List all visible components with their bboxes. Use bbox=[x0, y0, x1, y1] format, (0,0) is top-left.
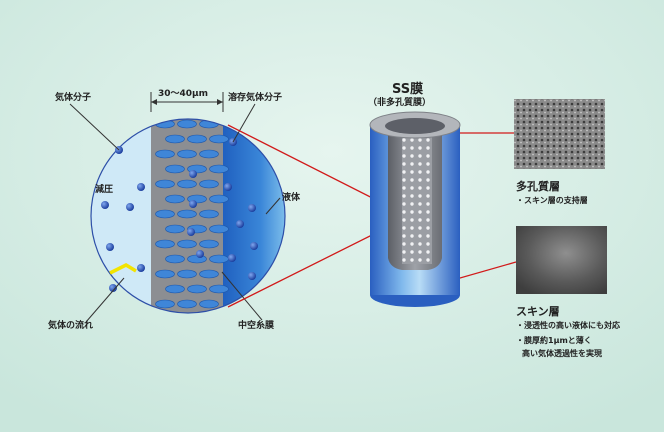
hollow-fiber-tube bbox=[369, 111, 461, 307]
membrane-pore bbox=[209, 164, 229, 174]
gas-molecule-icon bbox=[106, 243, 114, 251]
magnified-circle-outline bbox=[90, 118, 286, 314]
membrane-pore bbox=[177, 239, 197, 249]
gas-molecule-icon bbox=[224, 183, 232, 191]
gas-molecule-icon bbox=[187, 228, 195, 236]
ss-membrane-subtitle: （非多孔質膜） bbox=[368, 98, 432, 108]
membrane-pore bbox=[165, 194, 185, 204]
gas-flow-arrow-icon bbox=[109, 263, 137, 275]
skin-layer-desc-1: ・浸透性の高い液体にも対応 bbox=[516, 321, 620, 330]
gas-molecule-icon bbox=[250, 242, 258, 250]
membrane-pore bbox=[199, 149, 219, 159]
sem-image-skin bbox=[516, 226, 607, 294]
label-hollow-fiber: 中空糸膜 bbox=[238, 321, 275, 331]
membrane-pore bbox=[209, 194, 229, 204]
ss-membrane-title: SS膜 bbox=[392, 82, 424, 97]
membrane-pore bbox=[177, 299, 197, 309]
gas-molecule-icon bbox=[101, 201, 109, 209]
skin-layer-desc-2: ・膜厚約1μmと薄く bbox=[516, 336, 592, 345]
membrane-pore bbox=[155, 149, 175, 159]
membrane-pore bbox=[187, 284, 207, 294]
membrane-pore bbox=[209, 134, 229, 144]
membrane-pore bbox=[199, 239, 219, 249]
membrane-pore bbox=[187, 134, 207, 144]
label-width-dimension: 30～40μm bbox=[158, 89, 209, 99]
membrane-pore bbox=[165, 224, 185, 234]
gas-molecule-icon bbox=[126, 203, 134, 211]
sem-image-porous bbox=[514, 99, 605, 169]
label-dissolved-gas: 溶存気体分子 bbox=[228, 93, 283, 103]
membrane-pore bbox=[155, 269, 175, 279]
membrane-pore bbox=[209, 284, 229, 294]
gas-molecule-icon bbox=[248, 272, 256, 280]
membrane-pore bbox=[155, 299, 175, 309]
membrane-pore bbox=[199, 299, 219, 309]
membrane-pore bbox=[155, 179, 175, 189]
porous-layer-title: 多孔質層 bbox=[516, 180, 560, 193]
gas-molecule-icon bbox=[137, 183, 145, 191]
gas-molecule-icon bbox=[236, 220, 244, 228]
membrane-pore bbox=[165, 164, 185, 174]
membrane-pore bbox=[155, 209, 175, 219]
porous-inner-surface bbox=[402, 134, 432, 264]
gas-molecule-icon bbox=[248, 204, 256, 212]
gas-molecule-icon bbox=[109, 284, 117, 292]
leader-lines bbox=[69, 103, 281, 323]
membrane-pore bbox=[209, 224, 229, 234]
membrane-pore bbox=[177, 269, 197, 279]
label-gas-flow: 気体の流れ bbox=[48, 321, 94, 331]
skin-layer-title: スキン層 bbox=[516, 305, 560, 318]
skin-layer-desc-3: 高い気体透過性を実現 bbox=[522, 349, 602, 358]
membrane-pore bbox=[177, 209, 197, 219]
gas-molecule-icon bbox=[228, 254, 236, 262]
membrane-pore bbox=[155, 239, 175, 249]
membrane-pore bbox=[199, 209, 219, 219]
gas-molecule-icon bbox=[196, 250, 204, 258]
membrane-pore bbox=[209, 254, 229, 264]
membrane-pore bbox=[177, 119, 197, 129]
label-gas-molecule: 気体分子 bbox=[55, 93, 92, 103]
membrane-pore bbox=[165, 134, 185, 144]
membrane-pore bbox=[199, 269, 219, 279]
membrane-pore bbox=[165, 254, 185, 264]
gas-molecule-icon bbox=[137, 264, 145, 272]
membrane-pore bbox=[199, 179, 219, 189]
dimension-bracket bbox=[150, 92, 224, 112]
tube-bore bbox=[385, 118, 445, 134]
gas-molecule-icon bbox=[189, 200, 197, 208]
membrane-pore bbox=[165, 284, 185, 294]
label-liquid: 液体 bbox=[282, 193, 301, 203]
gas-molecule-icon bbox=[189, 170, 197, 178]
membrane-pore bbox=[177, 179, 197, 189]
porous-layer-desc: ・スキン層の支持層 bbox=[516, 196, 588, 205]
membrane-pore bbox=[177, 149, 197, 159]
label-reduced-pressure: 減圧 bbox=[95, 185, 114, 195]
